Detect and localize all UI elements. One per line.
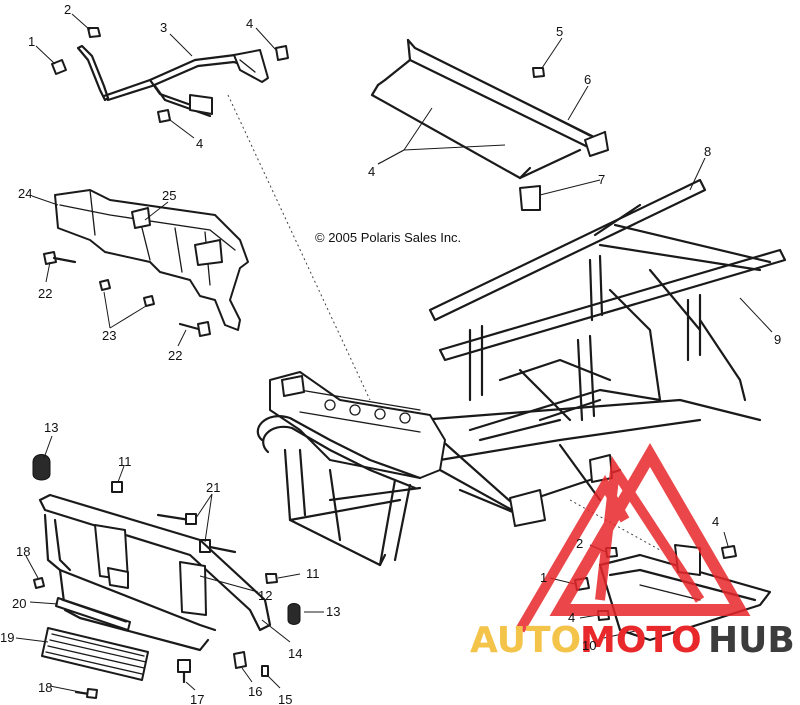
callout-22-lower: 22 bbox=[168, 348, 182, 363]
callout-25: 25 bbox=[162, 188, 176, 203]
trim-strip-part-20 bbox=[55, 597, 131, 631]
grille-part-19 bbox=[41, 627, 149, 681]
callout-12: 12 bbox=[258, 588, 272, 603]
callout-13-right: 13 bbox=[326, 604, 340, 619]
callout-20: 20 bbox=[12, 596, 26, 611]
callout-4-top: 4 bbox=[246, 16, 253, 31]
callout-22-upper: 22 bbox=[38, 286, 52, 301]
watermark-wordmark: AUTO MOTO HUB bbox=[470, 620, 795, 661]
rear-mount-bracket bbox=[598, 544, 772, 642]
nut-part-23-a bbox=[99, 279, 111, 291]
callout-4-seat: 4 bbox=[368, 164, 375, 179]
callout-2-rear: 2 bbox=[576, 536, 583, 551]
watermark-moto: MOTO bbox=[580, 620, 702, 661]
bolt-part-4-right bbox=[721, 545, 737, 559]
callout-1-rear: 1 bbox=[540, 570, 547, 585]
rubber-bumper-part-13-left bbox=[32, 454, 51, 481]
callout-11-right: 11 bbox=[306, 566, 320, 581]
callout-5: 5 bbox=[556, 24, 563, 39]
callout-18-upper: 18 bbox=[16, 544, 30, 559]
callout-16: 16 bbox=[248, 684, 262, 699]
callout-numbers: 1 2 3 4 4 5 6 4 7 8 9 24 25 22 23 22 13 … bbox=[0, 2, 781, 705]
callout-23: 23 bbox=[102, 328, 116, 343]
callout-4-rear-lower: 4 bbox=[568, 610, 575, 625]
callout-11-left: 11 bbox=[118, 454, 132, 469]
callout-21: 21 bbox=[206, 480, 220, 495]
watermark-logo-triangle-inner bbox=[595, 455, 705, 603]
rubber-bumper-part-13-right bbox=[287, 603, 301, 625]
main-frame bbox=[256, 178, 787, 567]
bolt-part-22-lower bbox=[178, 321, 211, 337]
callout-13-left: 13 bbox=[44, 420, 58, 435]
bolt-part-4-top-right bbox=[275, 45, 289, 61]
callout-4-rear: 4 bbox=[712, 514, 719, 529]
nut-part-2-top bbox=[87, 27, 101, 38]
callout-18-lower: 18 bbox=[38, 680, 52, 695]
leader-lines bbox=[15, 13, 773, 693]
callout-14: 14 bbox=[288, 646, 302, 661]
watermark-auto: AUTO bbox=[470, 620, 581, 661]
bolt-part-22-upper bbox=[43, 251, 77, 265]
callout-8: 8 bbox=[704, 144, 711, 159]
nut-part-11-right bbox=[265, 573, 278, 584]
callout-17: 17 bbox=[190, 692, 204, 705]
bolt-part-11-left bbox=[111, 481, 123, 493]
callout-1-top: 1 bbox=[28, 34, 35, 49]
callout-3: 3 bbox=[160, 20, 167, 35]
copyright-notice: © 2005 Polaris Sales Inc. bbox=[315, 230, 461, 245]
screw-part-15 bbox=[261, 665, 269, 677]
bolt-part-1-top bbox=[51, 59, 67, 75]
callout-10: 10 bbox=[582, 638, 596, 653]
nut-part-5 bbox=[532, 67, 545, 78]
bolt-part-4-left bbox=[157, 109, 171, 123]
callout-7: 7 bbox=[598, 172, 605, 187]
bolt-part-18-lower bbox=[74, 688, 98, 699]
bolt-part-21-a bbox=[156, 513, 197, 525]
callout-6: 6 bbox=[584, 72, 591, 87]
callout-19: 19 bbox=[0, 630, 14, 645]
watermark-logo bbox=[515, 443, 751, 633]
seat-frame-assembly bbox=[370, 38, 609, 211]
clip-part-16 bbox=[233, 651, 247, 669]
watermark-hub: HUB bbox=[708, 620, 795, 661]
seat-support-bracket bbox=[76, 44, 269, 118]
callout-4-left: 4 bbox=[196, 136, 203, 151]
bolt-part-17 bbox=[177, 659, 191, 684]
callout-9: 9 bbox=[774, 332, 781, 347]
front-bracket-assembly bbox=[54, 189, 249, 331]
bolt-part-18-upper bbox=[33, 577, 45, 589]
callout-24: 24 bbox=[18, 186, 32, 201]
assembly-line-seat-to-frame bbox=[227, 94, 371, 401]
callout-2-top: 2 bbox=[64, 2, 71, 17]
front-bumper-tube bbox=[38, 493, 272, 652]
callout-15: 15 bbox=[278, 692, 292, 705]
nut-part-23-b bbox=[143, 295, 155, 307]
